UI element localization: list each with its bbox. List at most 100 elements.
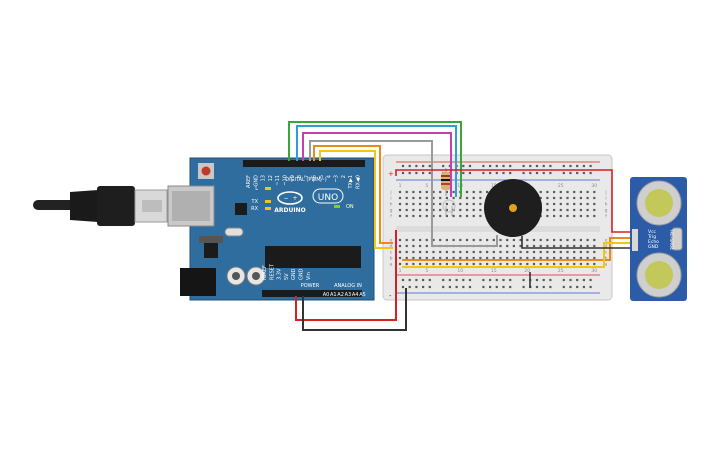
breadboard-hole[interactable] [546,244,549,248]
breadboard-hole[interactable] [573,256,576,260]
breadboard-hole[interactable] [579,244,582,248]
breadboard-hole[interactable] [405,214,408,218]
breadboard-hole[interactable] [519,262,522,266]
breadboard-hole[interactable] [398,202,402,206]
breadboard-hole[interactable] [535,171,539,175]
breadboard-hole[interactable] [419,196,422,200]
breadboard-hole[interactable] [405,262,408,266]
breadboard-hole[interactable] [452,196,455,200]
breadboard-hole[interactable] [553,244,556,248]
breadboard-hole[interactable] [445,196,448,200]
breadboard-hole[interactable] [576,171,579,175]
breadboard-hole[interactable] [593,208,596,212]
breadboard-hole[interactable] [535,164,539,168]
breadboard-hole[interactable] [432,256,435,260]
breadboard-hole[interactable] [398,244,402,248]
breadboard-hole[interactable] [535,278,539,282]
breadboard-hole[interactable] [432,250,435,254]
breadboard-hole[interactable] [566,250,569,254]
breadboard-hole[interactable] [398,208,402,212]
breadboard-hole[interactable] [455,278,458,282]
breadboard-hole[interactable] [445,256,448,260]
breadboard-hole[interactable] [532,262,536,266]
breadboard-hole[interactable] [573,238,576,242]
breadboard-hole[interactable] [576,278,579,282]
breadboard-hole[interactable] [526,256,529,260]
breadboard-hole[interactable] [452,202,455,206]
breadboard-hole[interactable] [495,278,498,282]
breadboard-hole[interactable] [472,262,475,266]
breadboard-hole[interactable] [566,214,569,218]
breadboard-hole[interactable] [506,244,509,248]
breadboard-hole[interactable] [452,256,455,260]
breadboard-hole[interactable] [428,171,431,175]
breadboard-hole[interactable] [489,171,492,175]
breadboard-hole[interactable] [495,164,498,168]
breadboard-hole[interactable] [506,262,509,266]
breadboard-hole[interactable] [459,262,462,266]
breadboard-hole[interactable] [553,196,556,200]
breadboard-hole[interactable] [593,250,596,254]
breadboard-hole[interactable] [562,164,565,168]
breadboard-hole[interactable] [415,164,418,168]
breadboard-hole[interactable] [566,238,569,242]
breadboard-hole[interactable] [468,164,472,168]
reset-button-cap[interactable] [201,166,211,176]
breadboard-hole[interactable] [439,214,442,218]
breadboard-hole[interactable] [579,250,582,254]
breadboard-hole[interactable] [553,202,556,206]
breadboard-hole[interactable] [405,244,408,248]
breadboard-hole[interactable] [445,190,448,194]
breadboard-hole[interactable] [408,171,411,175]
breadboard-hole[interactable] [539,238,542,242]
breadboard-hole[interactable] [432,214,435,218]
breadboard-hole[interactable] [512,238,515,242]
breadboard-hole[interactable] [569,278,572,282]
breadboard-hole[interactable] [419,202,422,206]
breadboard-hole[interactable] [479,238,482,242]
breadboard-hole[interactable] [542,285,545,289]
breadboard-hole[interactable] [589,285,592,289]
breadboard-hole[interactable] [532,244,536,248]
breadboard-hole[interactable] [479,250,482,254]
breadboard-hole[interactable] [593,262,596,266]
breadboard-hole[interactable] [412,244,415,248]
breadboard-hole[interactable] [562,171,565,175]
breadboard-hole[interactable] [559,202,562,206]
breadboard-hole[interactable] [439,202,442,206]
breadboard-hole[interactable] [486,238,489,242]
breadboard-hole[interactable] [401,171,405,175]
breadboard-hole[interactable] [405,238,408,242]
breadboard-hole[interactable] [405,202,408,206]
breadboard-hole[interactable] [512,250,515,254]
breadboard-hole[interactable] [509,164,512,168]
breadboard-hole[interactable] [459,214,462,218]
breadboard-hole[interactable] [472,250,475,254]
breadboard-hole[interactable] [459,250,462,254]
breadboard-hole[interactable] [398,214,402,218]
breadboard-hole[interactable] [472,202,475,206]
breadboard-hole[interactable] [502,278,505,282]
breadboard-hole[interactable] [405,256,408,260]
breadboard-hole[interactable] [465,190,469,194]
breadboard-hole[interactable] [566,262,569,266]
breadboard-hole[interactable] [405,196,408,200]
breadboard-hole[interactable] [479,208,482,212]
breadboard-hole[interactable] [529,164,532,168]
breadboard-hole[interactable] [495,285,498,289]
breadboard-hole[interactable] [522,171,525,175]
breadboard-hole[interactable] [589,278,592,282]
breadboard-hole[interactable] [479,214,482,218]
breadboard-hole[interactable] [573,208,576,212]
breadboard-hole[interactable] [539,190,542,194]
breadboard-hole[interactable] [439,190,442,194]
breadboard-hole[interactable] [472,208,475,212]
breadboard-hole[interactable] [462,285,465,289]
breadboard-hole[interactable] [408,285,411,289]
breadboard-hole[interactable] [428,164,431,168]
breadboard-hole[interactable] [566,202,569,206]
breadboard-hole[interactable] [459,208,462,212]
breadboard-hole[interactable] [582,278,585,282]
breadboard-hole[interactable] [559,256,562,260]
breadboard-hole[interactable] [593,256,596,260]
